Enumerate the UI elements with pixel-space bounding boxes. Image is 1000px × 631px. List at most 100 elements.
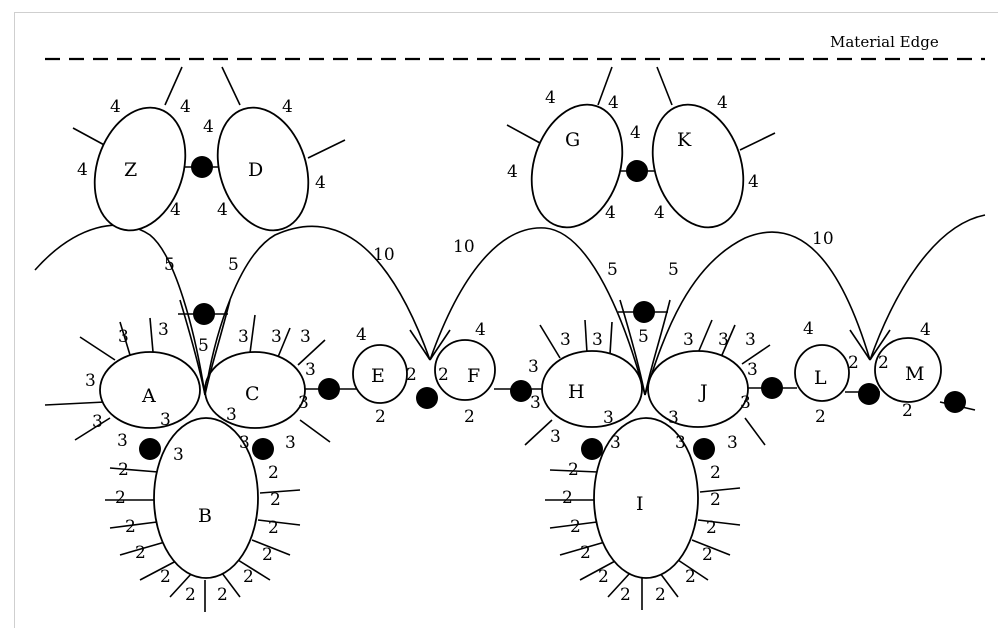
- pair-number: 4: [170, 200, 181, 220]
- label-i: I: [636, 493, 644, 515]
- oval-b: [153, 417, 259, 579]
- pair-number: 5: [164, 255, 175, 275]
- diagram-frame: [14, 12, 998, 628]
- oval-l: [794, 344, 850, 402]
- oval-c: [204, 351, 306, 429]
- pair-number: 4: [356, 325, 367, 345]
- pair-number: 5: [607, 260, 618, 280]
- pair-number: 3: [740, 393, 751, 413]
- pair-number: 4: [605, 203, 616, 223]
- pin-dot: [191, 156, 213, 178]
- label-j: J: [698, 381, 708, 403]
- pair-number: 2: [375, 407, 386, 427]
- pair-number: 10: [453, 237, 475, 257]
- pair-number: 3: [727, 433, 738, 453]
- pair-number: 2: [815, 407, 826, 427]
- pair-number: 2: [878, 353, 889, 373]
- oval-e: [352, 344, 408, 404]
- material-edge-label: Material Edge: [830, 33, 939, 51]
- pin-dot: [944, 391, 966, 413]
- pair-number: 3: [85, 371, 96, 391]
- pair-number: 4: [203, 117, 214, 137]
- pair-number: 2: [217, 585, 228, 605]
- pair-number: 3: [745, 330, 756, 350]
- pair-number: 3: [560, 330, 571, 350]
- pair-number: 4: [315, 173, 326, 193]
- pair-number: 2: [710, 490, 721, 510]
- pair-number: 2: [160, 567, 171, 587]
- pair-number: 4: [77, 160, 88, 180]
- pair-number: 4: [608, 93, 619, 113]
- pin-dot: [139, 438, 161, 460]
- pin-dot: [416, 387, 438, 409]
- pin-dot: [693, 438, 715, 460]
- pair-number: 3: [239, 433, 250, 453]
- pair-number: 2: [135, 543, 146, 563]
- pair-number: 3: [118, 327, 129, 347]
- label-e: E: [371, 365, 385, 387]
- pair-number: 2: [706, 518, 717, 538]
- oval-z: [93, 106, 187, 232]
- pin-dot: [193, 303, 215, 325]
- pair-number: 2: [438, 365, 449, 385]
- pair-number: 2: [115, 488, 126, 508]
- pin-dot: [858, 383, 880, 405]
- label-k: K: [677, 129, 692, 151]
- pair-number: 2: [185, 585, 196, 605]
- pair-number: 3: [683, 330, 694, 350]
- pair-number: 3: [305, 360, 316, 380]
- pair-number: 4: [545, 88, 556, 108]
- oval-g: [530, 103, 624, 229]
- pair-number: 2: [243, 567, 254, 587]
- pair-number: 2: [570, 517, 581, 537]
- pin-dot: [318, 378, 340, 400]
- label-l: L: [814, 367, 827, 389]
- pair-number: 3: [603, 408, 614, 428]
- arch-lines: [34, 214, 986, 396]
- pair-number: 3: [298, 393, 309, 413]
- pair-number: 2: [270, 490, 281, 510]
- pair-number: 4: [110, 97, 121, 117]
- pair-number: 3: [718, 330, 729, 350]
- pair-number: 2: [685, 567, 696, 587]
- oval-d: [216, 106, 310, 232]
- pair-number: 3: [160, 410, 171, 430]
- pair-numbers: 4 4 4 4 4 4 4 4 4 4 4 4 4 4 4 4 4 4 4 4 …: [77, 88, 931, 605]
- pair-number: 2: [710, 463, 721, 483]
- pair-number: 2: [406, 365, 417, 385]
- pair-number: 2: [902, 401, 913, 421]
- pair-number: 3: [668, 408, 679, 428]
- pair-number: 3: [747, 360, 758, 380]
- pair-number: 2: [848, 353, 859, 373]
- oval-m: [874, 337, 942, 403]
- oval-a: [99, 351, 201, 429]
- pair-number: 5: [228, 255, 239, 275]
- pair-number: 3: [592, 330, 603, 350]
- pair-number: 2: [125, 517, 136, 537]
- pin-dot: [626, 160, 648, 182]
- pair-number: 4: [507, 162, 518, 182]
- pair-number: 3: [300, 327, 311, 347]
- pair-number: 3: [610, 433, 621, 453]
- pair-number: 3: [226, 405, 237, 425]
- pair-number: 3: [675, 433, 686, 453]
- pin-dot: [633, 301, 655, 323]
- pair-number: 3: [271, 327, 282, 347]
- label-a: A: [141, 385, 156, 407]
- pair-number: 2: [268, 518, 279, 538]
- pair-number: 3: [173, 445, 184, 465]
- oval-i: [593, 417, 699, 579]
- pair-number: 4: [920, 320, 931, 340]
- pair-number: 4: [630, 123, 641, 143]
- pair-number: 2: [598, 567, 609, 587]
- pin-dot: [761, 377, 783, 399]
- label-z: Z: [124, 159, 137, 181]
- pin-dots: [139, 156, 966, 460]
- pair-number: 2: [262, 545, 273, 565]
- oval-h: [541, 350, 643, 428]
- pair-number: 2: [655, 585, 666, 605]
- label-f: F: [467, 365, 480, 387]
- label-b: B: [198, 505, 212, 527]
- pair-number: 4: [803, 319, 814, 339]
- pair-number: 4: [717, 93, 728, 113]
